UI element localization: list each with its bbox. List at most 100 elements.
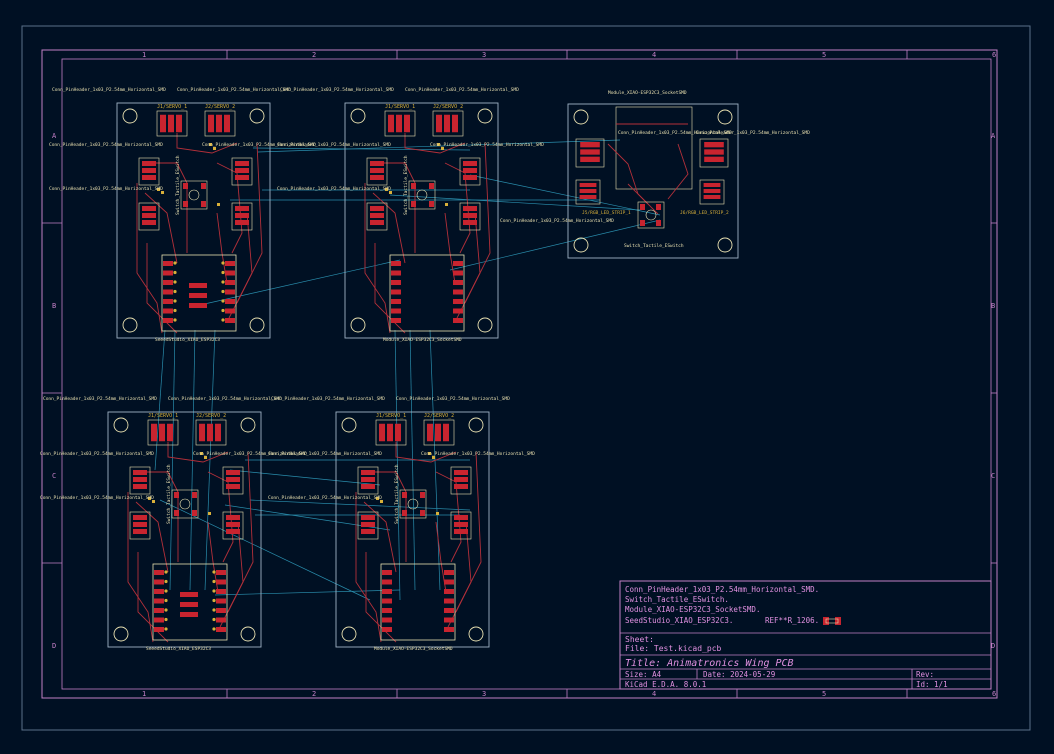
header-label: Conn_PinHeader_1x03_P2.54mm_Horizontal_S… [696, 130, 810, 136]
header-label: Conn_PinHeader_1x03_P2.54mm_Horizontal_S… [421, 451, 535, 457]
mcu-label: Module_XIAO-ESP32C3_SocketSMD [374, 646, 453, 652]
frame-row-label: C [991, 472, 995, 480]
header-label: Conn_PinHeader_1x03_P2.54mm_Horizontal_S… [177, 87, 291, 93]
page-border [21, 25, 1031, 731]
sheet-frame-inner [61, 58, 992, 690]
mounting-hole [240, 626, 256, 642]
header-label: Conn_PinHeader_1x03_P2.54mm_Horizontal_S… [405, 87, 519, 93]
board-outline [335, 411, 490, 648]
header-label: Conn_PinHeader_1x03_P2.54mm_Horizontal_S… [430, 142, 544, 148]
header-label: Conn_PinHeader_1x03_P2.54mm_Horizontal_S… [40, 495, 154, 501]
switch-label: Switch_Tactile_ESwitch [624, 243, 684, 249]
mcu-label: SeeedStudio_XIAO_ESP32C3 [155, 337, 220, 343]
strip-label: J6/RGB_LED_STRIP_2 [680, 210, 729, 216]
copper-track [167, 442, 229, 463]
mounting-hole [113, 626, 129, 642]
copper-track [383, 162, 416, 253]
switch-outline [399, 489, 427, 519]
switch-icon [179, 498, 191, 510]
copper-track [395, 442, 457, 463]
sheet-frame-outer [41, 49, 998, 699]
frame-row-label: D [991, 642, 995, 650]
copper-track [372, 192, 406, 264]
header-label: Conn_PinHeader_1x03_P2.54mm_Horizontal_S… [43, 396, 157, 402]
frame-col-label: 5 [822, 690, 826, 698]
mounting-hole [717, 109, 733, 125]
switch-icon [416, 189, 428, 201]
frame-col-label: 6 [992, 51, 996, 59]
servo-label: J2/SERVO_2 [205, 104, 235, 110]
mounting-hole [717, 237, 733, 253]
servo-label: J1/SERVO_1 [157, 104, 187, 110]
frame-col-label: 1 [142, 51, 146, 59]
switch-icon [407, 498, 419, 510]
pcb-board[interactable]: J1/SERVO_1 J2/SERVO_2Switch_Tactile_ESwit… [40, 396, 307, 652]
copper-track [363, 501, 397, 573]
copper-track [404, 133, 466, 154]
servo-label: J2/SERVO_2 [433, 104, 463, 110]
title-size: Size: A4 [625, 670, 662, 679]
header-label: Conn_PinHeader_1x03_P2.54mm_Horizontal_S… [168, 396, 282, 402]
mounting-hole [477, 317, 493, 333]
title-ref: REF**R_1206. [765, 616, 819, 625]
mcu-outline [152, 563, 228, 641]
switch-label: Switch_Tactile_ESwitch [394, 464, 400, 524]
small-pcb-board[interactable]: Module_XIAO-ESP32C3_SocketSMD Conn_PinHea… [500, 90, 810, 259]
strip-label: J5/RGB_LED_STRIP_1 [582, 210, 631, 216]
header-label: Conn_PinHeader_1x03_P2.54mm_Horizontal_S… [280, 87, 394, 93]
header-label: Conn_PinHeader_1x03_P2.54mm_Horizontal_S… [500, 218, 614, 224]
frame-col-label: 2 [312, 51, 316, 59]
mounting-hole [477, 108, 493, 124]
copper-track [627, 183, 659, 215]
copper-track [155, 162, 188, 253]
copper-track [456, 212, 481, 319]
module-label: Module_XIAO-ESP32C3_SocketSMD [608, 90, 687, 96]
header-label: Conn_PinHeader_1x03_P2.54mm_Horizontal_S… [268, 451, 382, 457]
title-rev: Rev: [916, 670, 934, 679]
mounting-hole [122, 317, 138, 333]
header-label: Conn_PinHeader_1x03_P2.54mm_Horizontal_S… [40, 451, 154, 457]
board-outline [344, 102, 499, 339]
copper-track [146, 471, 179, 562]
mounting-hole [573, 237, 589, 253]
servo-label: J2/SERVO_2 [196, 413, 226, 419]
mounting-hole [341, 626, 357, 642]
switch-label: Switch_Tactile_ESwitch [403, 155, 409, 215]
mcu-label: Module_XIAO-ESP32C3_SocketSMD [383, 337, 462, 343]
module-outline [615, 106, 693, 190]
copper-track [447, 521, 472, 628]
switch-label: Switch_Tactile_ESwitch [166, 464, 172, 524]
header-label: Conn_PinHeader_1x03_P2.54mm_Horizontal_S… [202, 142, 316, 148]
frame-col-label: 3 [482, 690, 486, 698]
servo-label: J1/SERVO_1 [148, 413, 178, 419]
title-name: Title: Animatronics Wing PCB [625, 658, 794, 669]
frame-row-label: A [991, 132, 996, 140]
title-tool: KiCad E.D.A. 8.0.1 [625, 680, 706, 689]
board-outline [107, 411, 262, 648]
servo-label: J2/SERVO_2 [424, 413, 454, 419]
mounting-hole [122, 108, 138, 124]
copper-track [667, 143, 689, 200]
servo-label: J1/SERVO_1 [385, 104, 415, 110]
frame-col-label: 6 [992, 690, 996, 698]
title-file: File: Test.kicad_pcb [625, 644, 722, 653]
copper-track [374, 471, 407, 562]
frame-col-label: 5 [822, 51, 826, 59]
switch-icon [645, 209, 657, 221]
frame-row-label: B [991, 302, 995, 310]
mounting-hole [350, 317, 366, 333]
copper-track [176, 133, 238, 154]
resistor-footprint-icon [823, 617, 841, 625]
title-sheet: Sheet: [625, 635, 654, 644]
pcb-board[interactable]: J1/SERVO_1 J2/SERVO_2Switch_Tactile_ESwit… [277, 87, 544, 343]
header-label: Conn_PinHeader_1x03_P2.54mm_Horizontal_S… [396, 396, 510, 402]
frame-row-label: B [52, 302, 56, 310]
copper-track [144, 192, 178, 264]
mounting-hole [468, 626, 484, 642]
frame-col-label: 4 [652, 690, 656, 698]
